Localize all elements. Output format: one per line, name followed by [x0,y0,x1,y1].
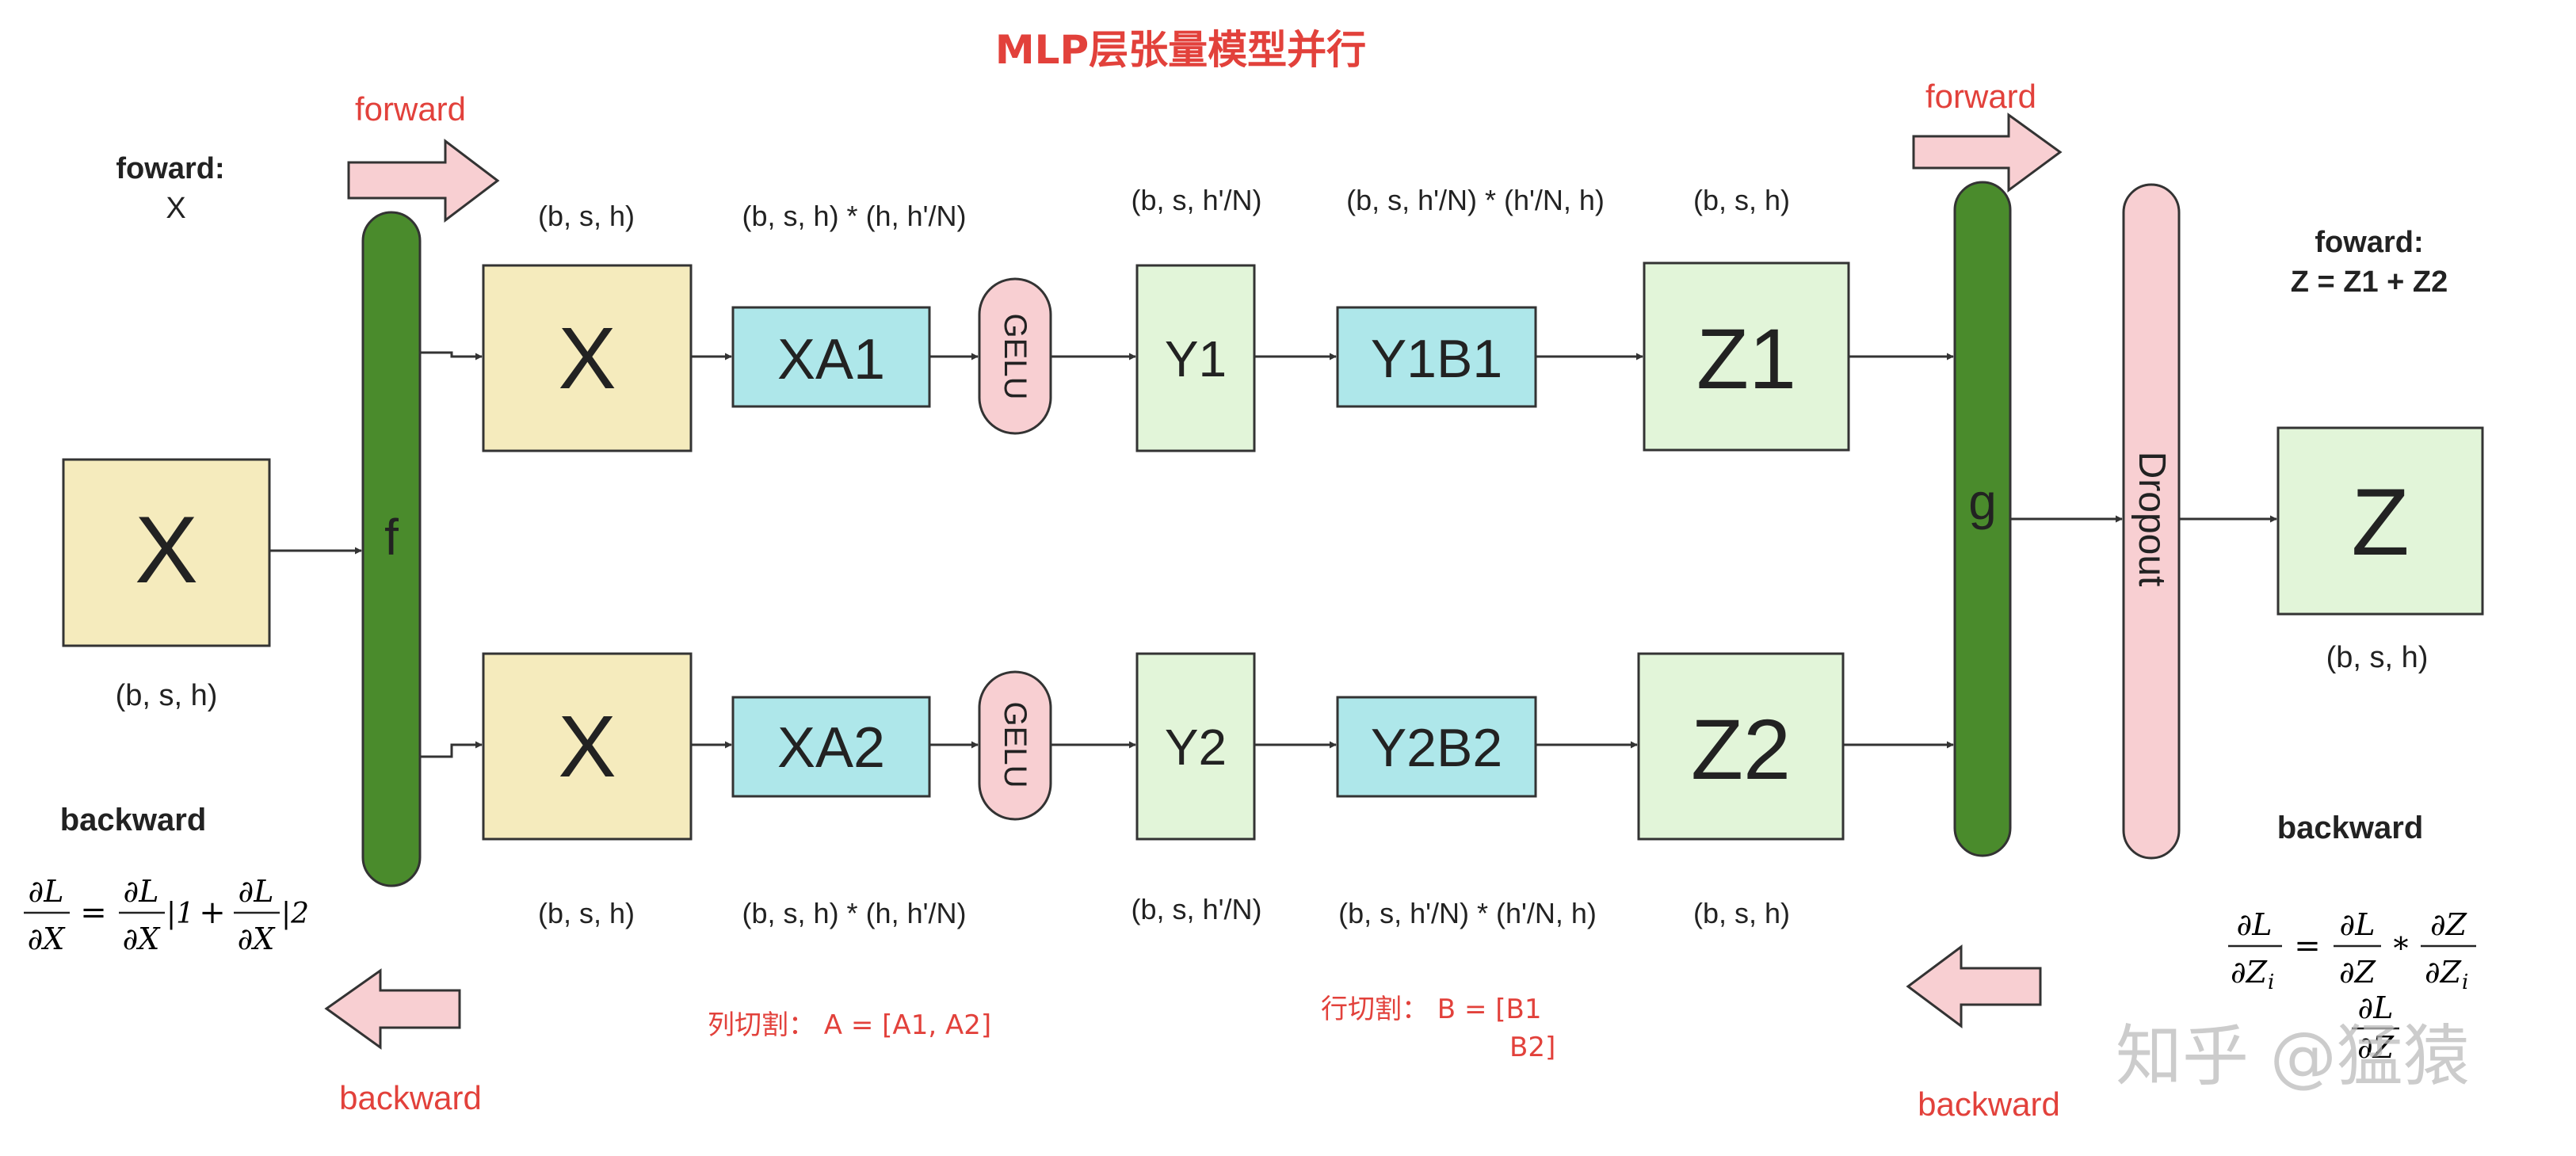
bottom-y-label: Y2 [1165,719,1227,776]
right-forward-arrow-icon [1912,113,2063,193]
right-formula-extra-num: ∂L [2358,990,2394,1025]
left-input-box-label: X [135,497,198,603]
top-y-shape: (b, s, h'/N) [1132,184,1262,216]
left-formula-t2-num: ∂L [239,874,274,909]
bottom-yb-shape: (b, s, h'/N) * (h'/N, h) [1338,897,1597,929]
left-formula-t2-den: ∂X [238,921,277,956]
diagram-title: MLP层张量模型并行 [995,27,1366,73]
right-backward-arrow-icon [1906,944,2042,1028]
right-formula-times: * [2394,931,2409,966]
top-x-shape: (b, s, h) [538,200,635,232]
bottom-y-box [1135,652,1256,841]
top-gelu-label: GELU [998,314,1032,400]
right-formula-eq: = [2294,928,2321,964]
watermark: 知乎 @猛猿 [2116,1017,2470,1095]
left-foward-value: X [166,192,185,225]
bottom-z-label: Z2 [1691,701,1791,797]
row-split-note-line2: B2] [1509,1032,1555,1063]
right-output-shape: (b, s, h) [2326,641,2429,674]
bottom-x-box [482,652,693,841]
bottom-z-shape: (b, s, h) [1693,897,1790,929]
right-output-box [2276,426,2484,616]
top-yb-shape: (b, s, h'/N) * (h'/N, h) [1346,184,1605,216]
left-input-box [62,458,271,647]
left-forward-label: forward [355,90,466,128]
left-backward-bottom-label: backward [339,1079,482,1116]
left-formula-lhs-den: ∂X [28,921,67,956]
bottom-y-shape: (b, s, h'/N) [1132,893,1262,925]
top-y-label: Y1 [1165,330,1227,387]
g-bar-label: g [1968,473,1997,530]
bottom-xa-shape: (b, s, h) * (h, h'/N) [742,897,967,929]
dropout-label: Dropout [2131,452,2173,587]
bottom-xa-label: XA2 [777,716,885,780]
right-formula-t1-num: ∂L [2340,907,2376,942]
right-backward-formula: ∂L ∂Z i = ∂L ∂Z * ∂Z ∂Z i ∂L ∂Z [2228,907,2476,1065]
top-xa-label: XA1 [777,328,885,391]
top-x-box [482,264,693,452]
right-formula-lhs-den: ∂Z [2231,955,2268,990]
left-formula-plus: + [199,895,226,931]
top-z-box [1643,261,1850,452]
f-bar-label: f [384,509,399,566]
bottom-yb-label: Y2B2 [1371,718,1502,778]
bottom-x-shape: (b, s, h) [538,897,635,929]
left-formula-t1-den: ∂X [123,921,162,956]
right-backward-label: backward [2277,811,2424,845]
right-backward-bottom-label: backward [1918,1085,2060,1123]
left-formula-t1-num: ∂L [124,874,159,909]
bottom-yb-box [1336,696,1537,798]
left-backward-arrow-icon [324,968,461,1050]
left-formula-lhs-num: ∂L [29,874,64,909]
right-formula-t2-den: ∂Z [2425,955,2462,990]
arrow-f-to-bottom-x [420,741,483,758]
top-xa-box [731,306,931,408]
dropout-box [2122,183,2181,860]
arrow-f-to-top-x [420,351,483,361]
right-formula-lhs-num: ∂L [2237,907,2273,942]
top-z-shape: (b, s, h) [1693,184,1790,216]
right-foward-value: Z = Z1 + Z2 [2291,265,2448,299]
left-foward-title: foward: [116,152,224,185]
top-y-box [1135,264,1256,452]
top-yb-label: Y1B1 [1371,329,1502,389]
bottom-xa-box [731,696,931,798]
left-formula-t2-sub: |2 [281,898,309,930]
bottom-x-label: X [558,698,616,795]
right-formula-t1-den: ∂Z [2339,955,2376,990]
right-formula-lhs-sub: i [2268,971,2274,994]
right-output-box-label: Z [2351,469,2409,575]
left-backward-label: backward [60,803,207,837]
bottom-gelu-label: GELU [998,702,1032,788]
left-backward-formula: ∂L ∂X = ∂L ∂X |1 + ∂L ∂X |2 [24,874,309,956]
top-xa-shape: (b, s, h) * (h, h'/N) [742,200,967,232]
f-bar [361,211,422,887]
top-yb-box [1336,306,1537,408]
col-split-note: 列切割： A = [A1, A2] [708,1009,991,1041]
top-x-label: X [558,310,616,407]
right-formula-t2-num: ∂Z [2430,907,2467,942]
top-z-label: Z1 [1696,311,1796,406]
left-input-shape: (b, s, h) [116,679,218,712]
left-forward-arrow-icon [347,138,500,223]
left-formula-eq: = [80,895,107,931]
right-foward-title: foward: [2315,226,2423,259]
right-formula-extra-den: ∂Z [2357,1030,2395,1065]
left-formula-t1-sub: |1 [166,898,194,930]
right-forward-label: forward [1925,78,2036,115]
row-split-note-line1: 行切割： B = [B1 [1321,994,1541,1025]
right-formula-t2-sub: i [2462,971,2468,994]
bottom-z-box [1637,652,1845,841]
